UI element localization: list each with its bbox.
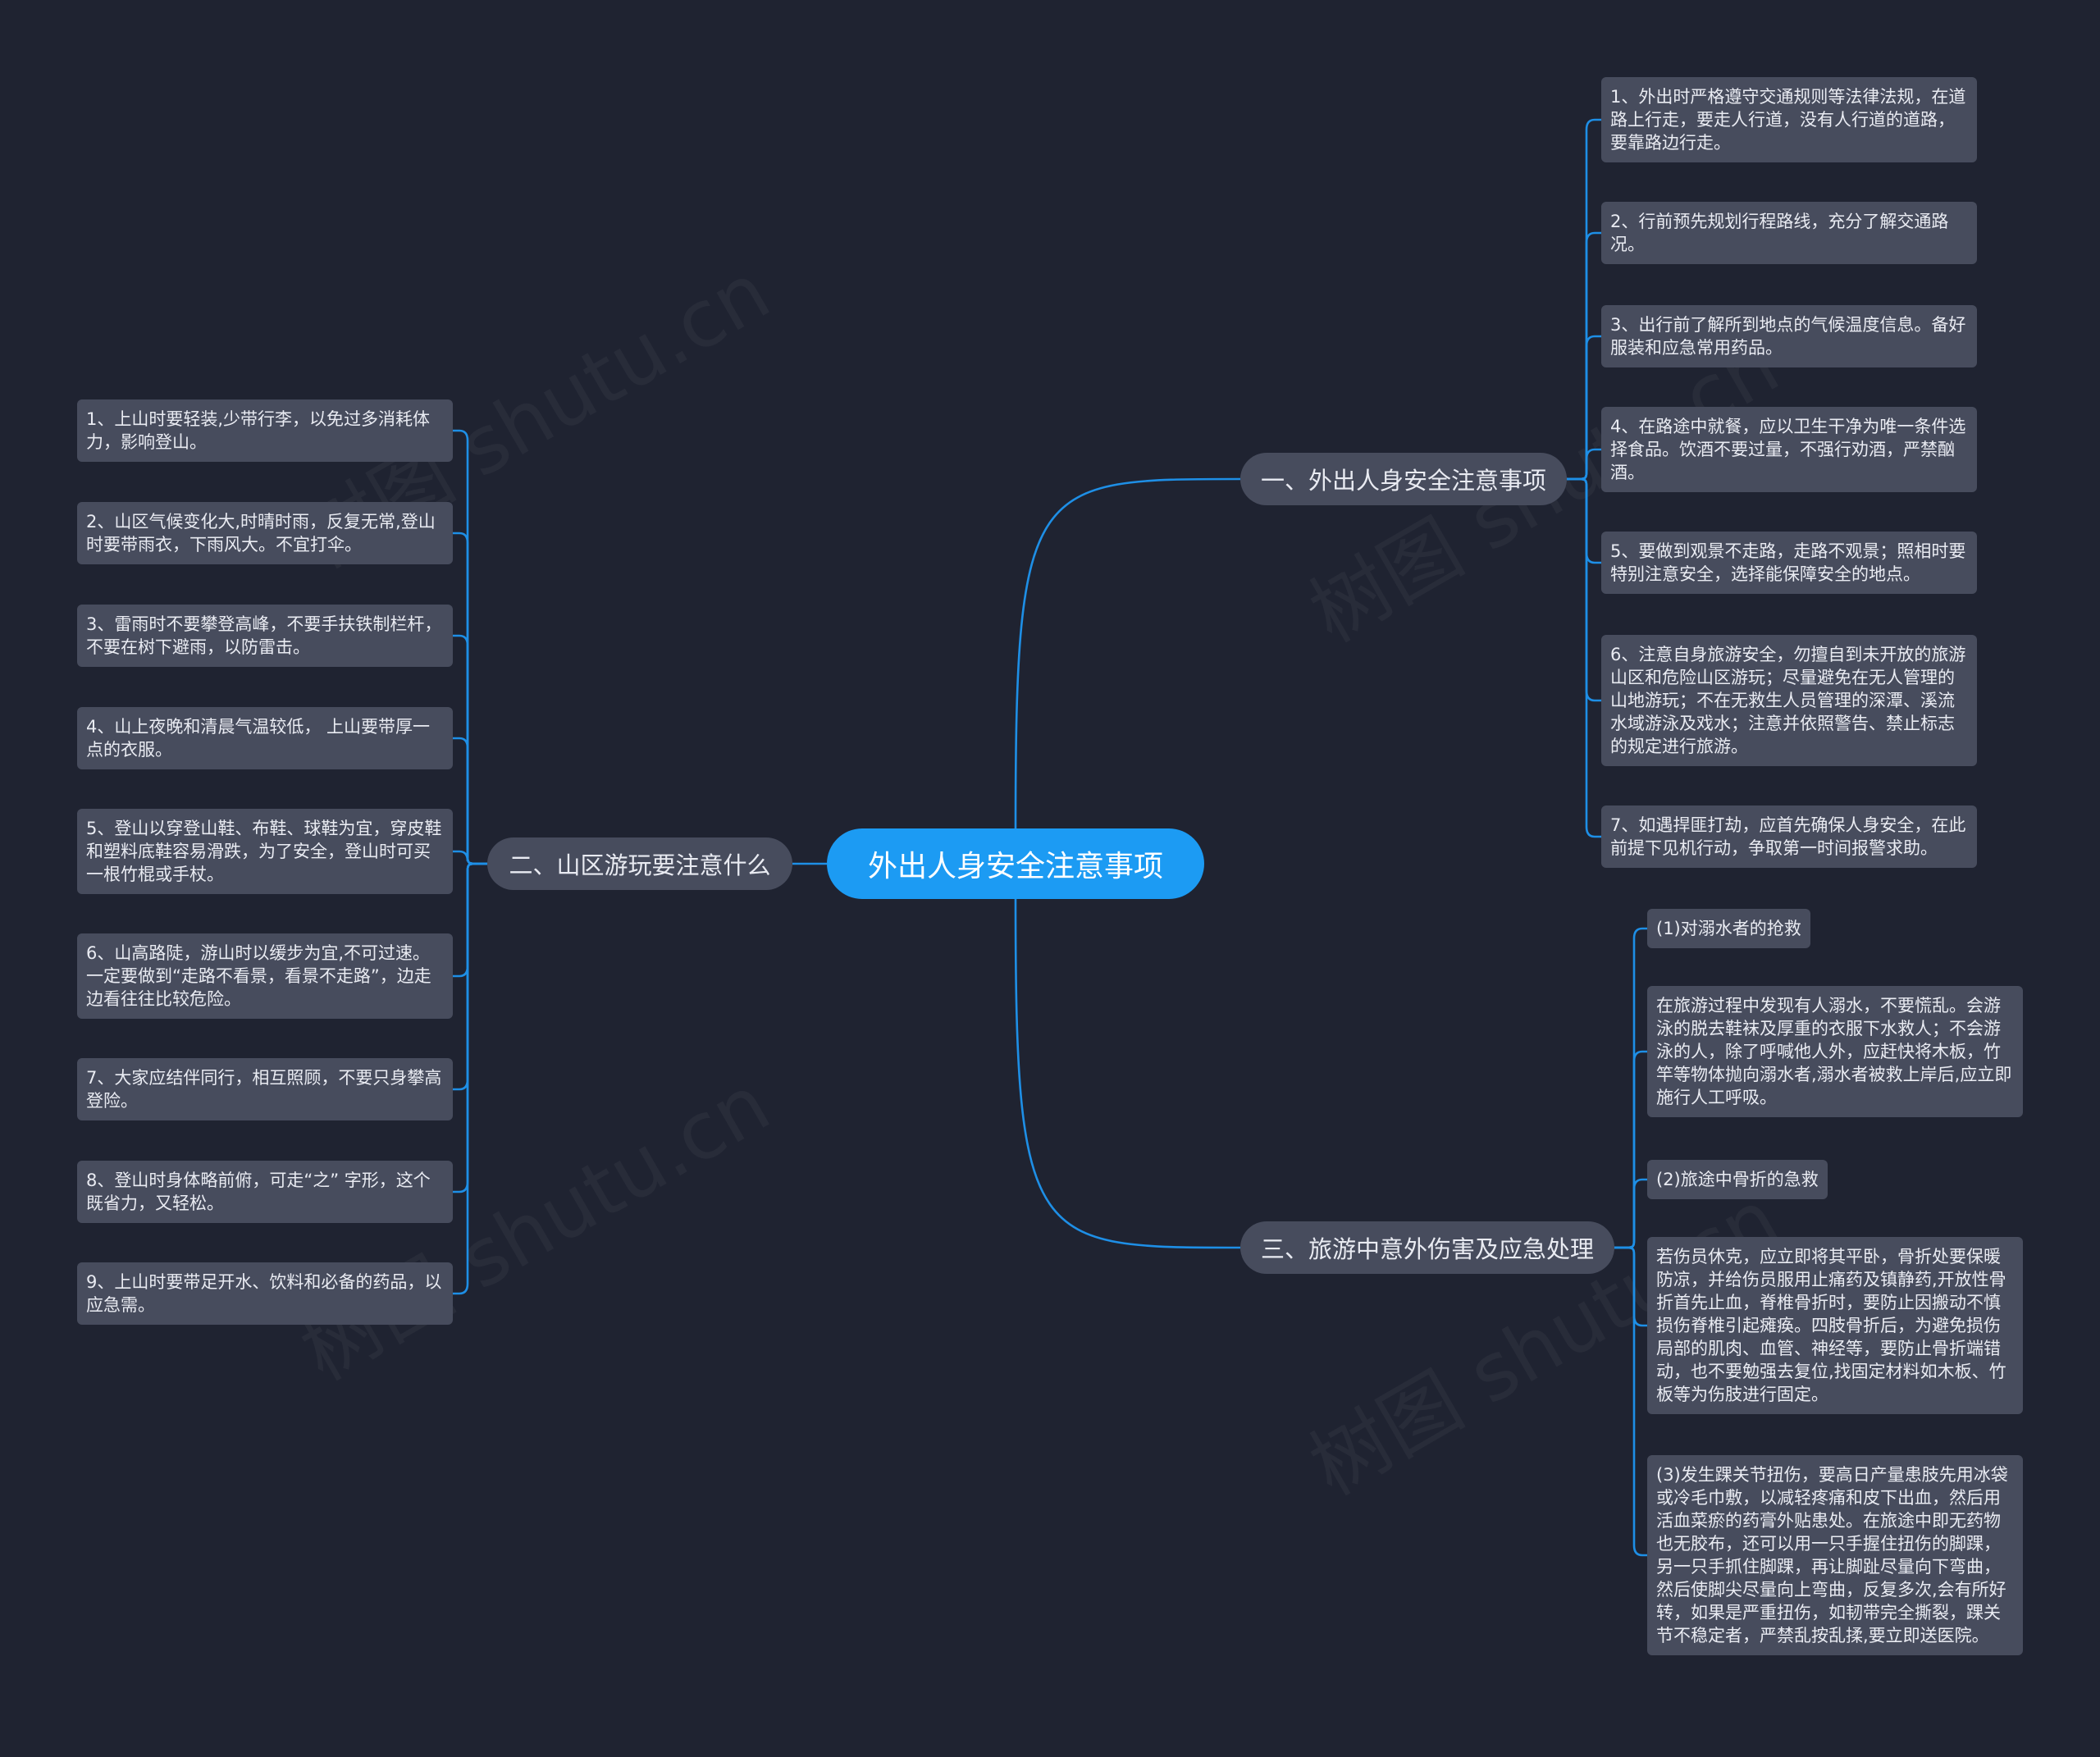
connector-branch-mountain-tips-item-4 bbox=[453, 737, 487, 865]
branch-mountain-tips-item-4[interactable]: 4、山上夜晚和清晨气温较低， 上山要带厚一点的衣服。 bbox=[77, 707, 453, 769]
connector-branch-mountain-tips-item-1 bbox=[453, 429, 487, 865]
branch-mountain-tips-item-5[interactable]: 5、登山以穿登山鞋、布鞋、球鞋为宜，穿皮鞋和塑料底鞋容易滑跌，为了安全，登山时可… bbox=[77, 809, 453, 894]
connector-branch-travel-injuries-item-2 bbox=[1614, 1050, 1647, 1249]
connector-branch-travel-injuries-item-4 bbox=[1614, 1246, 1647, 1327]
branch-outing-safety[interactable]: 一、外出人身安全注意事项 bbox=[1240, 453, 1567, 505]
branch-mountain-tips-item-9[interactable]: 9、上山时要带足开水、饮料和必备的药品，以应急需。 bbox=[77, 1262, 453, 1325]
branch-travel-injuries-item-5[interactable]: (3)发生踝关节扭伤，要高日产量患肢先用冰袋或冷毛巾敷，以减轻疼痛和皮下出血，然… bbox=[1647, 1455, 2023, 1655]
branch-outing-safety-item-4[interactable]: 4、在路途中就餐，应以卫生干净为唯一条件选择食品。饮酒不要过量，不强行劝酒，严禁… bbox=[1601, 407, 1977, 492]
connector-branch-outing-safety-item-3 bbox=[1567, 335, 1601, 481]
branch-outing-safety-item-1[interactable]: 1、外出时严格遵守交通规则等法律法规，在道路上行走，要走人行道，没有人行道的道路… bbox=[1601, 77, 1977, 162]
branch-mountain-tips-item-2[interactable]: 2、山区气候变化大,时晴时雨，反复无常,登山时要带雨衣，下雨风大。不宜打伞。 bbox=[77, 502, 453, 564]
branch-outing-safety-item-3[interactable]: 3、出行前了解所到地点的气候温度信息。备好服装和应急常用药品。 bbox=[1601, 305, 1977, 367]
connector-branch-outing-safety-item-7 bbox=[1567, 477, 1601, 838]
branch-travel-injuries-item-2[interactable]: 在旅游过程中发现有人溺水，不要慌乱。会游泳的脱去鞋袜及厚重的衣服下水救人；不会游… bbox=[1647, 986, 2023, 1117]
branch-travel-injuries-item-4[interactable]: 若伤员休克，应立即将其平卧，骨折处要保暖防凉，并给伤员服用止痛药及镇静药,开放性… bbox=[1647, 1237, 2023, 1414]
branch-travel-injuries[interactable]: 三、旅游中意外伤害及应急处理 bbox=[1240, 1221, 1614, 1274]
connector-branch-mountain-tips-item-9 bbox=[453, 862, 487, 1295]
root-topic[interactable]: 外出人身安全注意事项 bbox=[827, 828, 1204, 899]
branch-outing-safety-item-5[interactable]: 5、要做到观景不走路，走路不观景；照相时要特别注意安全，选择能保障安全的地点。 bbox=[1601, 532, 1977, 594]
branch-mountain-tips-item-3[interactable]: 3、雷雨时不要攀登高峰，不要手扶铁制栏杆，不要在树下避雨，以防雷击。 bbox=[77, 605, 453, 667]
branch-outing-safety-item-6[interactable]: 6、注意自身旅游安全，勿擅自到未开放的旅游山区和危险山区游玩；尽量避免在无人管理… bbox=[1601, 635, 1977, 766]
connector-branch-travel-injuries-item-1 bbox=[1614, 927, 1647, 1249]
connector-root-branch-travel-injuries bbox=[1014, 898, 1241, 1249]
connector-branch-travel-injuries-item-3 bbox=[1614, 1178, 1647, 1249]
connector-branch-mountain-tips-item-5 bbox=[453, 850, 487, 865]
connector-branch-outing-safety-item-4 bbox=[1567, 448, 1601, 481]
connector-branch-mountain-tips-item-8 bbox=[453, 862, 487, 1193]
branch-mountain-tips[interactable]: 二、山区游玩要注意什么 bbox=[487, 837, 792, 890]
branch-outing-safety-item-7[interactable]: 7、如遇捍匪打劫，应首先确保人身安全，在此前提下见机行动，争取第一时间报警求助。 bbox=[1601, 805, 1977, 868]
branch-mountain-tips-item-7[interactable]: 7、大家应结伴同行，相互照顾，不要只身攀高登险。 bbox=[77, 1058, 453, 1120]
branch-travel-injuries-item-3[interactable]: (2)旅途中骨折的急救 bbox=[1647, 1160, 1828, 1199]
connector-branch-outing-safety-item-6 bbox=[1567, 477, 1601, 702]
branch-mountain-tips-item-1[interactable]: 1、上山时要轻装,少带行李，以免过多消耗体力，影响登山。 bbox=[77, 399, 453, 462]
connector-root-branch-outing-safety bbox=[1014, 477, 1241, 829]
branch-mountain-tips-item-8[interactable]: 8、登山时身体略前俯，可走“之” 字形，这个既省力，又轻松。 bbox=[77, 1161, 453, 1223]
connector-branch-mountain-tips-item-6 bbox=[453, 862, 487, 978]
connector-branch-outing-safety-item-5 bbox=[1567, 477, 1601, 564]
branch-outing-safety-item-2[interactable]: 2、行前预先规划行程路线，充分了解交通路况。 bbox=[1601, 202, 1977, 264]
connector-branch-mountain-tips-item-3 bbox=[453, 634, 487, 865]
branch-travel-injuries-item-1[interactable]: (1)对溺水者的抢救 bbox=[1647, 909, 1810, 948]
connector-branch-mountain-tips-item-2 bbox=[453, 532, 487, 865]
connector-branch-outing-safety-item-1 bbox=[1567, 118, 1601, 481]
connector-branch-outing-safety-item-2 bbox=[1567, 231, 1601, 481]
branch-mountain-tips-item-6[interactable]: 6、山高路陡，游山时以缓步为宜,不可过速。一定要做到“走路不看景，看景不走路”，… bbox=[77, 933, 453, 1019]
connector-branch-travel-injuries-item-5 bbox=[1614, 1246, 1647, 1557]
